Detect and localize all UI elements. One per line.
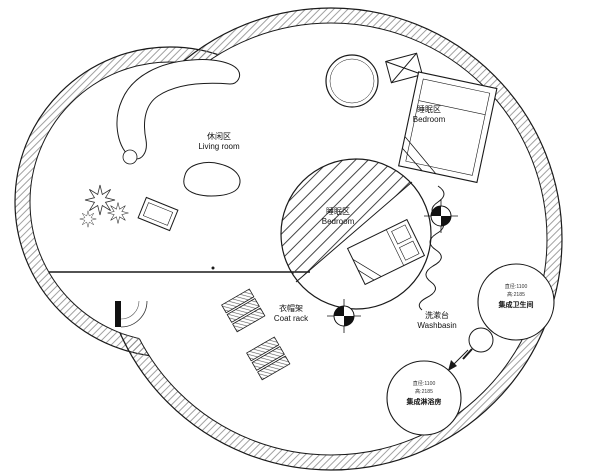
bathroom-pod-name: 集成卫生间 — [498, 301, 534, 309]
bathroom-pod-spec2: 高:2185 — [507, 292, 525, 298]
bedroom-center-label-zh: 睡眠区 — [326, 207, 350, 216]
living-room-label-en: Living room — [198, 142, 240, 151]
living-room-label: 休闲区 Living room — [198, 132, 239, 152]
shower-pod-spec1: 直径:1100 — [412, 381, 436, 387]
bathroom-pod-label: 直径:1100 高:2185 集成卫生间 — [499, 284, 534, 310]
coat-rack-label: 衣帽架 Coat rack — [274, 304, 308, 324]
bed-center — [346, 218, 426, 286]
coffee-table — [183, 161, 241, 197]
washbasin-label-en: Washbasin — [417, 321, 457, 330]
coat-rack-group-1 — [221, 288, 266, 333]
curved-sofa — [116, 59, 241, 165]
bathroom-pod — [477, 263, 555, 341]
entry-door-icon — [115, 300, 148, 328]
wall-marker-dot — [211, 266, 215, 270]
washbasin-label: 洗漱台 Washbasin — [417, 311, 456, 331]
bedroom-upper-label: 睡眠区 Bedroom — [413, 105, 445, 125]
washbasin-label-zh: 洗漱台 — [425, 311, 449, 320]
shower-pod-name: 集成淋浴房 — [406, 398, 442, 406]
coat-rack-label-en: Coat rack — [273, 314, 309, 323]
bedroom-center-label: 睡眠区 Bedroom — [322, 207, 354, 227]
living-room-label-zh: 休闲区 — [206, 132, 231, 141]
partition-wall — [49, 266, 310, 273]
curtain-squiggle — [418, 185, 445, 311]
bathroom-pod-spec1: 直径:1100 — [504, 284, 528, 290]
direction-arrow — [448, 349, 469, 371]
shower-pod-spec2: 高:2185 — [415, 389, 433, 395]
round-table — [325, 54, 379, 108]
bedroom-upper-label-zh: 睡眠区 — [417, 105, 441, 114]
coat-rack-label-zh: 衣帽架 — [278, 304, 303, 313]
ottoman — [137, 196, 179, 232]
side-table — [122, 149, 138, 165]
coat-rack-group-2 — [246, 336, 291, 381]
bed-upper — [398, 71, 498, 184]
shower-pod — [386, 360, 462, 436]
vent-symbol — [385, 52, 423, 84]
washbasin-faucet-icon — [462, 327, 494, 360]
shower-pod-label: 直径:1100 高:2185 集成淋浴房 — [407, 381, 442, 407]
bedroom-upper-label-en: Bedroom — [412, 115, 446, 124]
bedroom-center-label-en: Bedroom — [321, 217, 355, 226]
